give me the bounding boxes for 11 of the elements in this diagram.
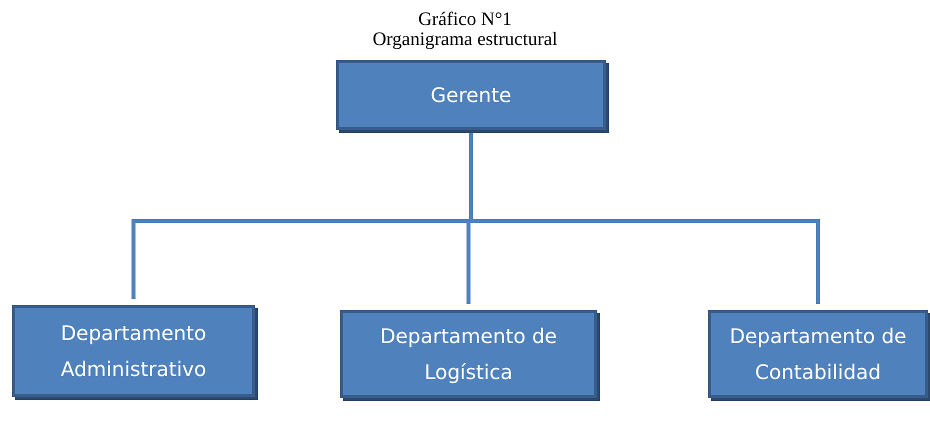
box-label: Gerente <box>430 82 512 109</box>
box-label: Departamento de Logística <box>379 323 558 386</box>
org-box <box>708 310 928 398</box>
org-box <box>340 310 597 398</box>
box-label: Departamento Administrativo <box>60 320 208 383</box>
org-box <box>12 305 255 397</box>
box-label: Departamento de Contabilidad <box>728 323 908 386</box>
connector-line <box>469 130 820 304</box>
org-box <box>336 60 606 130</box>
chart-title: Gráfico N°1 <box>417 10 513 30</box>
chart-subtitle: Organigrama estructural <box>372 30 558 50</box>
